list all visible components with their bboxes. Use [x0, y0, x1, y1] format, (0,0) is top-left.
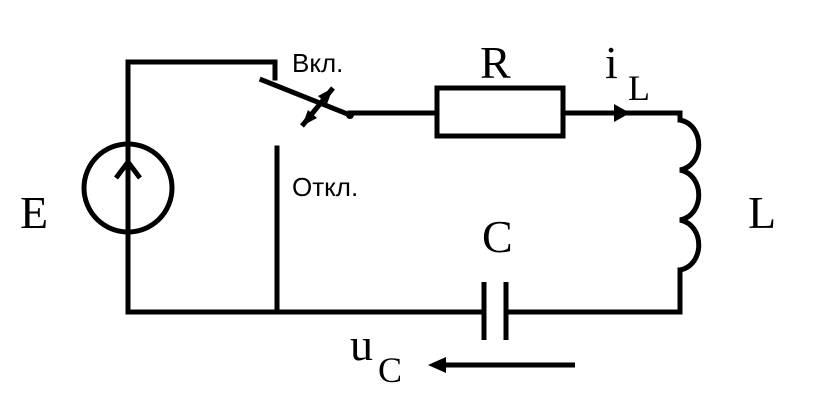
switch-arrow-head-up — [318, 88, 333, 104]
switch-on-label: Вкл. — [292, 48, 343, 78]
inductor-label: L — [748, 187, 776, 238]
inductor-coil — [679, 117, 702, 273]
wire-resistor-inductor — [560, 110, 683, 123]
source-label: E — [20, 187, 48, 238]
capacitor-label: C — [482, 211, 513, 262]
wire-top — [125, 59, 278, 81]
source-arrow-icon — [114, 157, 142, 180]
switch-blade — [258, 76, 354, 119]
voltage-symbol: u — [350, 319, 373, 370]
voltage-arrow-icon — [428, 357, 446, 373]
current-subscript: L — [628, 68, 650, 108]
current-arrow-icon — [614, 104, 630, 122]
voltage-subscript: C — [378, 350, 402, 390]
wire-inductor-bottom — [515, 267, 683, 315]
switch-off-label: Откл. — [292, 172, 358, 202]
resistor-label: R — [480, 37, 511, 88]
resistor — [434, 85, 566, 139]
switch-arrow-head-down — [302, 110, 317, 126]
current-symbol: i — [605, 37, 618, 88]
